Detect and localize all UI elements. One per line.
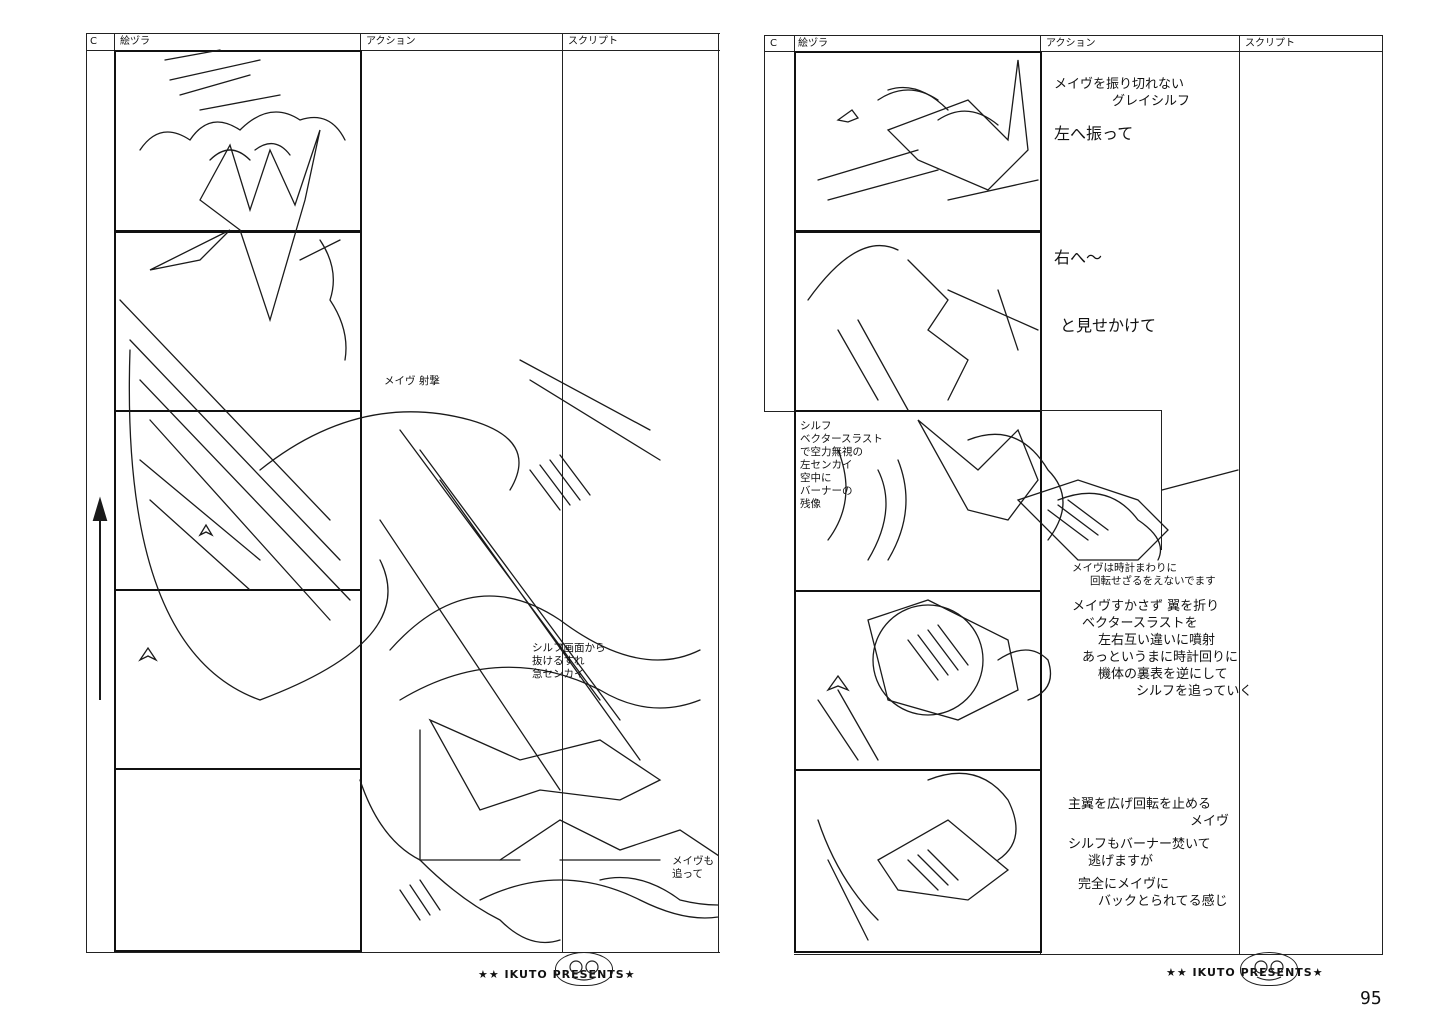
sheet-left-line [86,33,87,953]
frame-5 [794,769,1042,953]
sheet-right-line [1382,35,1383,955]
note-line: シルフを追っていく [1136,684,1253,699]
annotation-meig-follow: メイヴも 追って [672,855,714,881]
action-note-6: メイヴは時計まわりに 回転せざるをえないでます [1072,562,1216,588]
note-line: 残像 [800,498,821,510]
page-number: 95 [1360,988,1382,1009]
header-picture: 絵ヅラ [120,36,150,47]
note-line: 回転せざるをえないでます [1090,575,1216,587]
frame-5 [114,768,362,952]
annotation-line: メイヴも [672,855,714,867]
note-line: 主翼を広げ回転を止める [1068,797,1212,812]
logo-face-drawing [1254,960,1284,981]
logo-face-drawing [569,960,599,981]
sheet-bottom-line [794,954,1382,955]
note-line: バーナーの [800,485,853,497]
action-note-4: と見せかけて [1060,316,1157,335]
frame-3-note: シルフ ベクタースラスト で空力無視の 左センカイ 空中に バーナーの 残像 [800,420,883,511]
note-line: あっというまに時計回りに [1082,650,1239,665]
action-note-7: メイヴすかさず 翼を折り ベクタースラストを 左右互い違いに噴射 あっというまに… [1072,598,1252,700]
note-line: メイヴ [1190,814,1230,829]
header-action: アクション [1046,38,1096,49]
annotation-line: 追って [672,868,703,880]
note-line: 空中に [800,472,832,484]
header-script: スクリプト [568,36,618,47]
cut-break-line [764,411,794,412]
header-bottom-line [86,50,720,51]
header-picture: 絵ヅラ [798,38,828,49]
left-sketch-drawing [92,49,718,944]
note-line: シルフ [800,420,832,432]
note-line: 逃げますが [1088,854,1154,869]
sheet-left-line [764,35,765,412]
action-column-line [1239,35,1240,955]
header-cut: C [90,36,97,47]
annotation-line: 抜けるすれ [532,655,585,667]
header-script: スクリプト [1245,38,1295,49]
annotation-line: シルフ画面から [532,642,606,654]
note-line: 完全にメイヴに [1078,877,1170,892]
left-page: C 絵ヅラ アクション スクリプト [0,0,720,1024]
note-line: バックとられてる感じ [1098,894,1228,909]
sheet-top-line [86,33,720,34]
header-bottom-line [764,51,1382,52]
action-note-3: 右へ～ [1054,248,1103,267]
sheet-top-line [764,35,1382,36]
header-action: アクション [366,36,416,47]
frame-3-extension-top [1040,410,1162,411]
note-line: 機体の裏表を逆にして [1098,667,1228,682]
action-note-2: 左へ振って [1054,124,1134,143]
annotation-line: 急センカイ [532,668,585,680]
action-note-8: 主翼を広げ回転を止める メイヴ シルフもバーナー焚いて 逃げますが 完全にメイヴ… [1068,796,1229,910]
note-line: で空力無視の [800,446,863,458]
note-line: 左センカイ [800,459,853,471]
cartoon-face-logo-icon [555,952,613,986]
right-sketch-drawing [807,59,1239,941]
right-page: C 絵ヅラ アクション スクリプト [718,0,1437,1024]
cartoon-face-logo-icon [1240,952,1298,986]
note-line: メイヴすかさず 翼を折り [1072,599,1220,614]
sheet-right-line [718,33,719,953]
note-line: シルフもバーナー焚いて [1068,837,1211,852]
annotation-meig-fire: メイヴ 射撃 [384,375,440,387]
note-line: ベクタースラストを [1082,616,1198,631]
action-column-line [562,33,563,953]
note-line: メイヴは時計まわりに [1072,562,1177,574]
note-line: ベクタースラスト [800,433,883,445]
vertical-arrow-icon [92,496,108,700]
action-note-line: メイヴを振り切れない [1054,77,1185,92]
header-cut: C [770,38,777,49]
frame-3-extension-right [1161,410,1162,550]
note-line: 左右互い違いに噴射 [1098,633,1216,648]
action-note-line: グレイシルフ [1112,94,1191,109]
annotation-sylph-escape: シルフ画面から 抜けるすれ 急センカイ [532,642,606,681]
sheet-bottom-line [86,952,720,953]
action-note-1: メイヴを振り切れない グレイシルフ [1054,76,1190,110]
